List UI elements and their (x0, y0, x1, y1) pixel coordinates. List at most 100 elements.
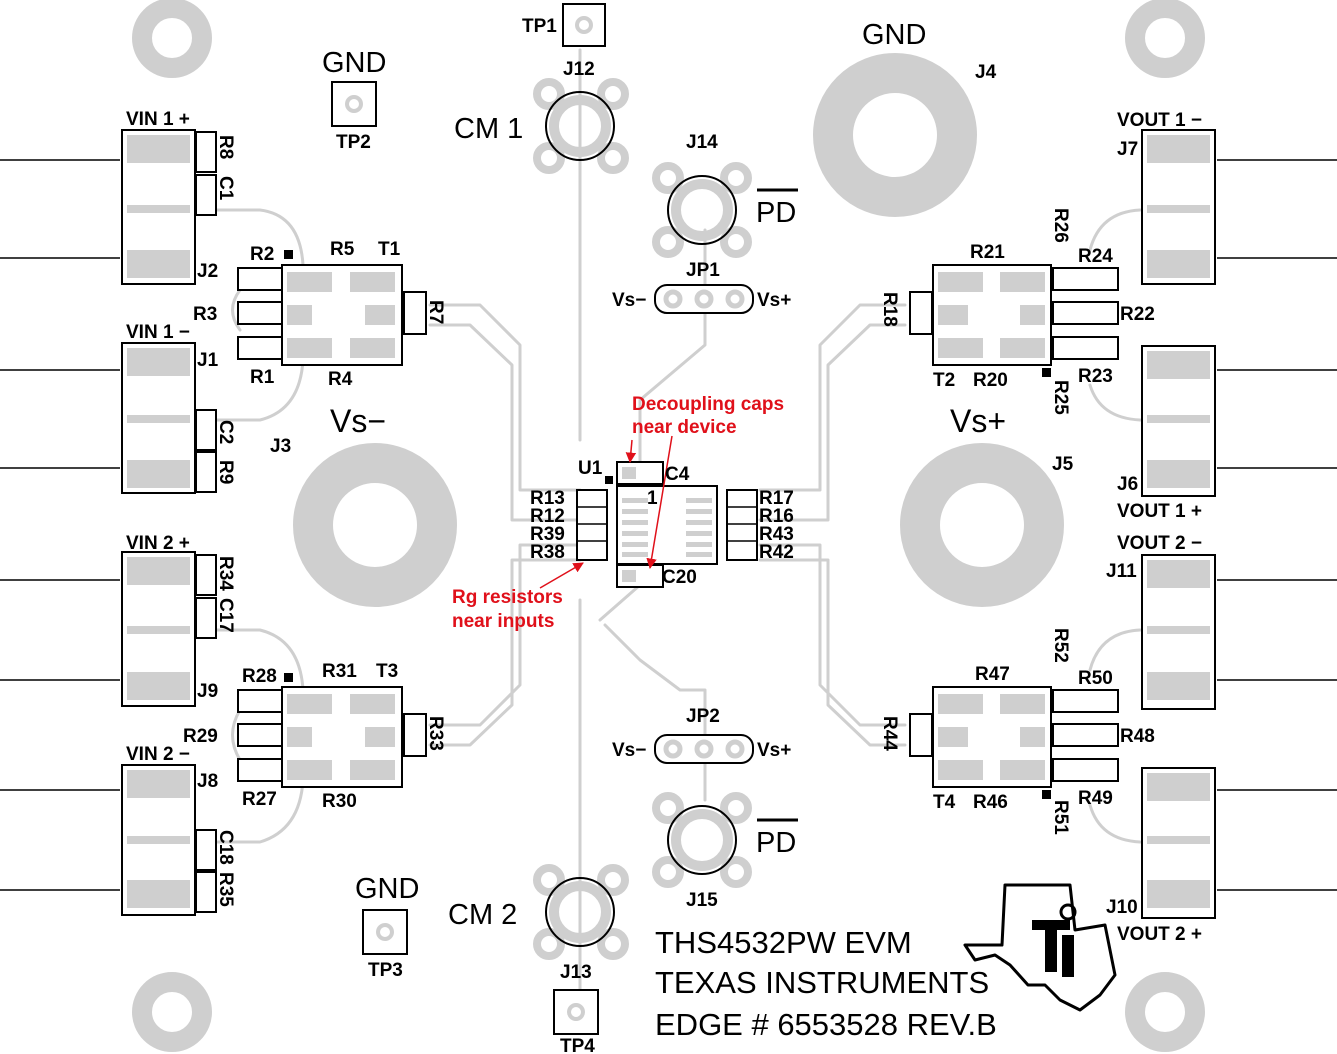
gnd-label-j4: GND (862, 19, 926, 51)
r31-label: R31 (322, 661, 357, 682)
c18-label: C18 (215, 830, 236, 865)
gnd-post-icon (813, 53, 977, 217)
vin2-plus-label: VIN 2 + (126, 533, 190, 554)
r30-label: R30 (322, 791, 357, 812)
testpoints (331, 3, 606, 1035)
gnd-label-tp3: GND (355, 873, 419, 905)
cm1-connector-icon (533, 78, 629, 174)
mounting-holes (132, 0, 1205, 1052)
right-transformers (909, 264, 1119, 799)
mounting-hole-icon (132, 972, 212, 1052)
r13-label: R13 (530, 488, 565, 509)
mounting-hole-icon (1125, 0, 1205, 78)
board-title: THS4532PW EVM (655, 925, 912, 960)
r47-label: R47 (975, 664, 1010, 685)
vout1-plus-label: VOUT 1 + (1117, 501, 1202, 522)
vs-plus-post-icon (900, 443, 1064, 607)
r48-label: R48 (1120, 726, 1155, 747)
cm2-label: CM 2 (448, 899, 517, 931)
r39-label: R39 (530, 524, 565, 545)
c4-label: C4 (665, 464, 690, 485)
pd-connector-top-icon (652, 162, 752, 258)
r44-label: R44 (879, 716, 900, 751)
r24-label: R24 (1078, 246, 1113, 267)
vout1-minus-label: VOUT 1 − (1117, 110, 1202, 131)
r18-label: R18 (879, 292, 900, 327)
j3-label: J3 (270, 436, 291, 457)
j2-label: J2 (197, 261, 218, 282)
r1-label: R1 (250, 367, 275, 388)
r33-label: R33 (425, 716, 446, 751)
r26-label: R26 (1050, 208, 1071, 243)
r35-label: R35 (215, 872, 236, 907)
jp1-vs-plus-label: Vs+ (757, 290, 791, 311)
u1-label: U1 (578, 458, 603, 479)
jumpers (654, 284, 754, 764)
j6-label: J6 (1117, 474, 1138, 495)
jp1-vs-minus-label: Vs− (612, 290, 646, 311)
c20-label: C20 (662, 567, 697, 588)
rg-note-line2: near inputs (452, 611, 554, 632)
vin2-minus-label: VIN 2 − (126, 744, 190, 765)
jp2-vs-plus-label: Vs+ (757, 740, 791, 761)
cm1-label: CM 1 (454, 113, 523, 145)
r43-label: R43 (759, 524, 794, 545)
board-edge-number: EDGE # 6553528 REV.B (655, 1007, 997, 1042)
left-transformers (237, 250, 427, 788)
output-connectors (1141, 129, 1337, 919)
r38-label: R38 (530, 542, 565, 563)
vin1-plus-label: VIN 1 + (126, 109, 190, 130)
j10-label: J10 (1106, 897, 1138, 918)
r5-label: R5 (330, 239, 355, 260)
gnd-label-tp2: GND (322, 47, 386, 79)
input-connectors (0, 129, 196, 916)
tp1-label: TP1 (522, 16, 557, 37)
r4-label: R4 (328, 369, 353, 390)
vs-plus-label: Vs+ (950, 403, 1006, 439)
board-maker: TEXAS INSTRUMENTS (655, 965, 989, 1000)
c2-label: C2 (215, 420, 236, 444)
r22-label: R22 (1120, 304, 1155, 325)
j1-label: J1 (197, 350, 219, 371)
r16-label: R16 (759, 506, 794, 527)
vs-minus-label: Vs− (330, 403, 386, 439)
tp3-label: TP3 (368, 960, 403, 981)
jp2-label: JP2 (686, 706, 720, 727)
vin1-minus-label: VIN 1 − (126, 322, 190, 343)
r27-label: R27 (242, 789, 277, 810)
pd-label-top: PD (756, 197, 796, 229)
u1-pin1-label: 1 (647, 488, 658, 509)
tp4-label: TP4 (560, 1036, 595, 1054)
vout2-plus-label: VOUT 2 + (1117, 924, 1202, 945)
input-passives (195, 131, 217, 913)
t4-label: T4 (933, 792, 956, 813)
vout2-minus-label: VOUT 2 − (1117, 533, 1202, 554)
rg-note-line1: Rg resistors (452, 587, 563, 608)
r12-label: R12 (530, 506, 565, 527)
r17-label: R17 (759, 488, 794, 509)
r3-label: R3 (193, 304, 217, 325)
cm2-connector-icon (533, 864, 629, 960)
j15-label: J15 (686, 890, 718, 911)
t2-label: T2 (933, 370, 955, 391)
t3-label: T3 (376, 661, 398, 682)
j11-label: J11 (1106, 561, 1137, 582)
r23-label: R23 (1078, 366, 1113, 387)
copper-traces (208, 48, 1142, 1002)
j8-label: J8 (197, 771, 218, 792)
mounting-hole-icon (1125, 972, 1205, 1052)
r25-label: R25 (1050, 380, 1071, 415)
j5-label: J5 (1052, 454, 1074, 475)
r50-label: R50 (1078, 668, 1113, 689)
pd-label-bottom: PD (756, 827, 796, 859)
ti-logo-icon (963, 883, 1117, 1012)
r42-label: R42 (759, 542, 794, 563)
r34-label: R34 (215, 556, 236, 591)
j9-label: J9 (197, 681, 218, 702)
decoupling-note-line1: Decoupling caps (632, 394, 784, 415)
r29-label: R29 (183, 726, 218, 747)
r46-label: R46 (973, 792, 1008, 813)
r49-label: R49 (1078, 788, 1113, 809)
r51-label: R51 (1050, 800, 1071, 835)
